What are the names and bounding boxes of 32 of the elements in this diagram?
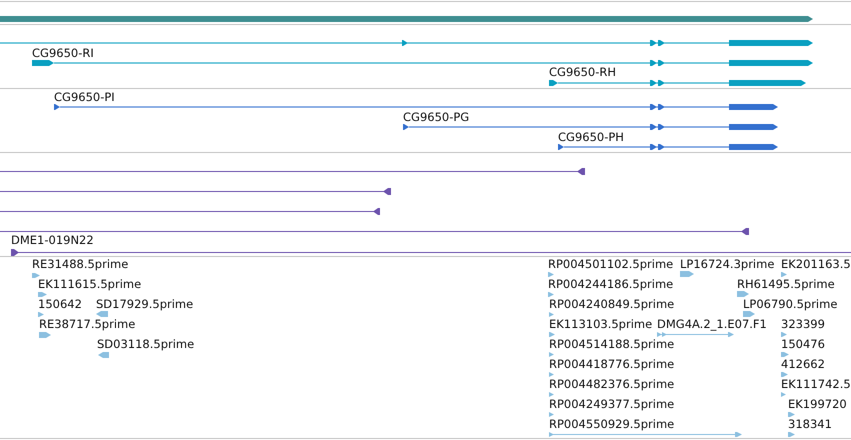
- feature-label: EK201163.5: [781, 258, 851, 270]
- feature-label: RP004249377.5prime: [549, 398, 674, 410]
- feature-label: 150642: [38, 298, 82, 310]
- feature-label: 412662: [781, 358, 825, 370]
- feature-label: RE38717.5prime: [39, 318, 136, 330]
- feature-label: EK111742.5: [781, 378, 851, 390]
- feature-label: DME1-019N22: [11, 234, 94, 246]
- feature-label: RP004240849.5prime: [549, 298, 674, 310]
- feature-label: 150476: [781, 338, 825, 350]
- feature-label: SD17929.5prime: [96, 298, 194, 310]
- feature-label: CG9650-PI: [54, 91, 115, 103]
- feature-label: LP16724.3prime: [680, 258, 774, 270]
- feature-label: 323399: [781, 318, 825, 330]
- feature-label: EK113103.5prime: [549, 318, 652, 330]
- feature-label: CG9650-PH: [558, 131, 624, 143]
- feature-label: SD03118.5prime: [97, 338, 194, 350]
- feature-label: CG9650-PG: [403, 111, 470, 123]
- feature-label: DMG4A.2_1.E07.F1: [657, 318, 767, 330]
- feature-label: RP004501102.5prime: [548, 258, 674, 270]
- feature-label: EK111615.5prime: [38, 278, 142, 290]
- feature-label: RP004244186.5prime: [548, 278, 674, 290]
- feature-label: CG9650-RH: [549, 66, 616, 78]
- feature-label: 318341: [788, 418, 832, 430]
- feature-label: CG9650-RI: [32, 47, 94, 59]
- feature-label: RP004550929.5prime: [549, 418, 674, 430]
- feature-label: RH61495.5prime: [737, 278, 835, 290]
- feature-label: LP06790.5prime: [743, 298, 838, 310]
- feature-label: EK199720: [788, 398, 847, 410]
- feature-label: RP004482376.5prime: [549, 378, 674, 390]
- feature-label: RE31488.5prime: [32, 258, 128, 270]
- feature-label: RP004418776.5prime: [549, 358, 674, 370]
- feature-label: RP004514188.5prime: [549, 338, 674, 350]
